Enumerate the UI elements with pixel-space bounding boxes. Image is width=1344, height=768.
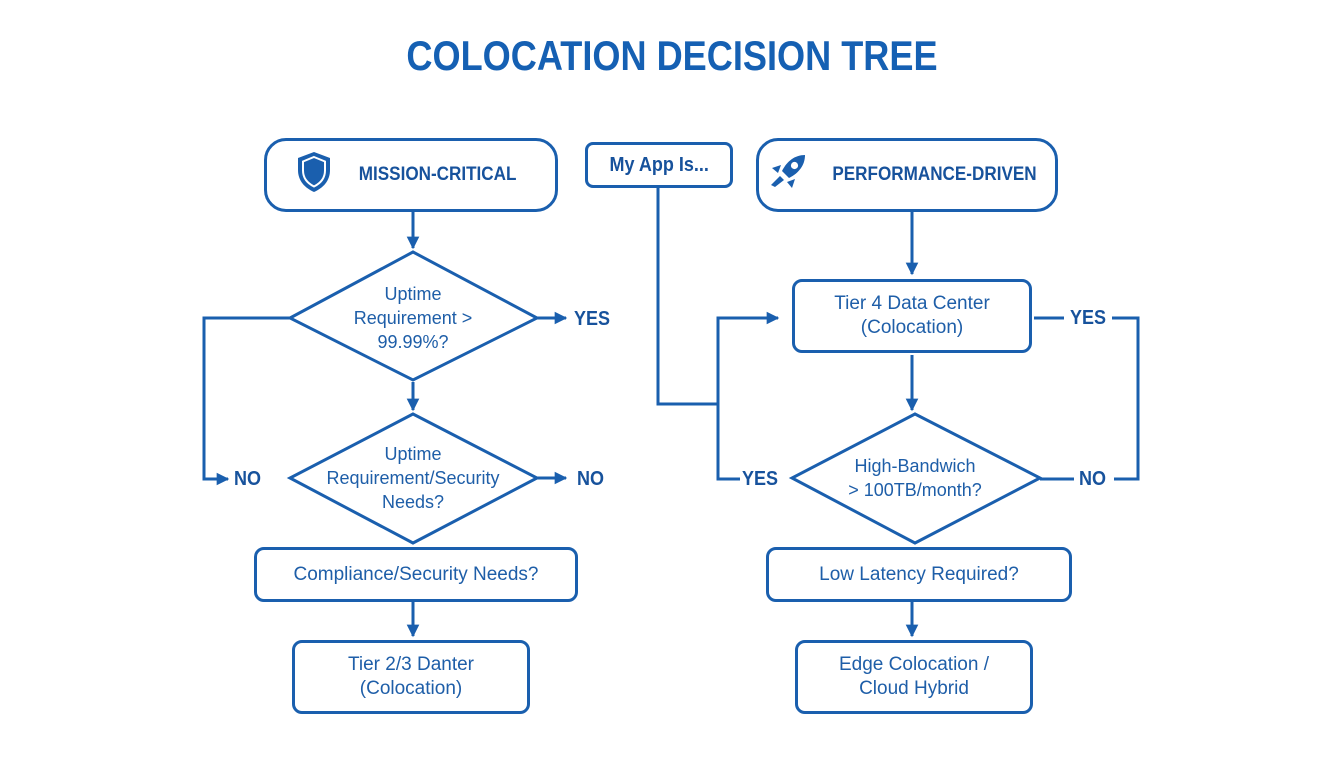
step-compliance: Compliance/Security Needs?: [254, 547, 578, 602]
decision-diamond-uptime: [286, 250, 541, 382]
step-low-latency: Low Latency Required?: [766, 547, 1072, 602]
label-no-uptime: NO: [234, 468, 261, 490]
arrow-yes-to-tier4: [716, 311, 780, 481]
result-tier4: Tier 4 Data Center (Colocation): [792, 279, 1032, 353]
page-title: COLOCATION DECISION TREE: [406, 32, 938, 79]
arrow-uptime-no: [202, 316, 290, 486]
decision-uptime-text: Uptime Requirement > 99.99%?: [353, 284, 473, 352]
start-node: My App Is...: [585, 142, 733, 188]
decision-security-text: Uptime Requirement/Security Needs?: [326, 444, 500, 512]
label-no-security: NO: [577, 468, 604, 490]
line-start-to-branch: [656, 188, 718, 406]
label-yes-tier4: YES: [1070, 307, 1107, 329]
decision-diamond-bandwidth: [788, 412, 1044, 545]
category-performance-driven: PERFORMANCE-DRIVEN: [756, 138, 1058, 212]
result-tier23: Tier 2/3 Danter (Colocation): [292, 640, 530, 714]
category-label: PERFORMANCE-DRIVEN: [831, 164, 1037, 185]
line-yes-no-loop: [1112, 316, 1140, 481]
category-label: MISSION-CRITICAL: [359, 164, 517, 185]
shield-icon: [296, 150, 332, 201]
start-label: My App Is...: [609, 154, 709, 176]
label-no-bandwidth: NO: [1079, 468, 1106, 490]
rocket-icon: [767, 151, 809, 200]
decision-bandwidth-text: High-Bandwich > 100TB/month?: [848, 456, 982, 500]
category-mission-critical: MISSION-CRITICAL: [264, 138, 558, 212]
result-edge-hybrid: Edge Colocation / Cloud Hybrid: [795, 640, 1033, 714]
label-yes-uptime: YES: [574, 308, 611, 330]
label-yes-bandwidth: YES: [742, 468, 779, 490]
decision-diamond-security: [286, 412, 541, 545]
